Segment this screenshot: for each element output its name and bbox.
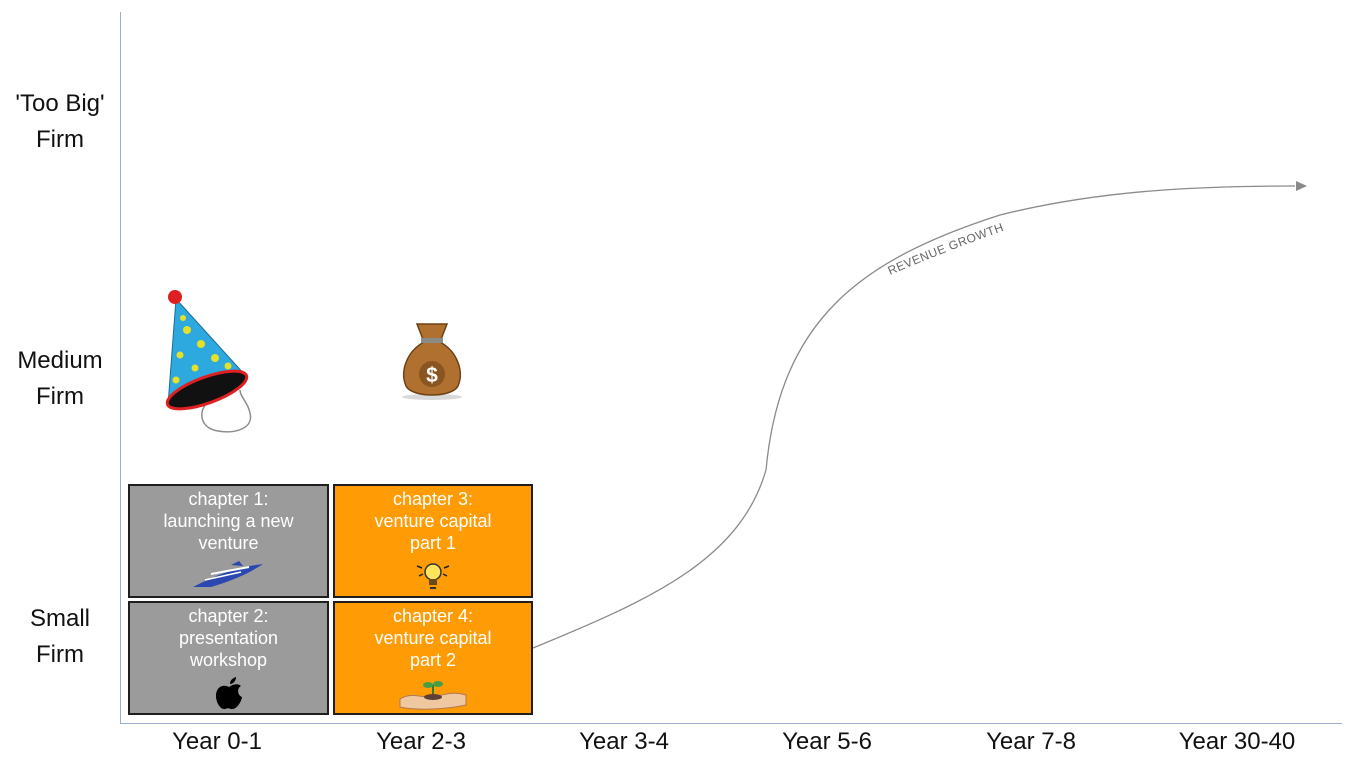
card-line: chapter 2: [188, 606, 269, 626]
x-label-year-2-3: Year 2-3 [376, 728, 466, 755]
card-line: chapter 3: [392, 489, 474, 509]
card-line: part 1 [409, 533, 457, 553]
x-label-year-3-4: Year 3-4 [579, 728, 669, 755]
x-axis-line [120, 723, 1342, 724]
y-label-line: Firm [36, 126, 84, 153]
revenue-growth-label: REVENUE GROWTH [886, 220, 1006, 278]
y-label-line: Medium [17, 347, 103, 374]
sprout-hands-icon [399, 681, 467, 710]
revenue-growth-line [532, 185, 1296, 649]
y-label-medium-firm: Medium Firm [0, 343, 120, 415]
y-label-line: Firm [36, 641, 84, 668]
svg-text:$: $ [426, 364, 438, 387]
y-label-small-firm: Small Firm [0, 601, 120, 673]
y-axis-line [120, 12, 121, 724]
lightbulb-icon [416, 563, 450, 589]
chapter-4-card: chapter 4: venture capital part 2 [333, 601, 533, 715]
y-label-line: Small [29, 605, 90, 632]
y-label-line: 'Too Big' [15, 90, 105, 117]
x-label-year-30-40: Year 30-40 [1178, 728, 1296, 755]
x-label-year-0-1: Year 0-1 [172, 728, 262, 755]
card-line: part 2 [409, 650, 457, 670]
card-line: chapter 1: [188, 489, 269, 509]
card-line: venture capital [374, 628, 492, 648]
rocket-icon [192, 561, 263, 587]
party-hat-icon [165, 290, 252, 433]
x-label-year-5-6: Year 5-6 [782, 728, 872, 755]
apple-logo-icon [215, 677, 242, 710]
x-label-year-7-8: Year 7-8 [986, 728, 1076, 755]
y-label-line: Firm [36, 383, 84, 410]
card-line: presentation [178, 628, 279, 648]
card-line: chapter 4: [392, 606, 474, 626]
money-bag-icon: $ [402, 323, 462, 400]
card-line: venture [198, 533, 259, 553]
card-line: venture capital [374, 511, 492, 531]
chapter-1-card: chapter 1: launching a new venture [128, 484, 329, 598]
card-line: launching a new [163, 511, 294, 531]
chapter-3-card: chapter 3: venture capital part 1 [333, 484, 533, 598]
chapter-2-card: chapter 2: presentation workshop [128, 601, 329, 715]
card-line: workshop [189, 650, 268, 670]
arrowhead-icon [1296, 181, 1307, 191]
y-label-too-big-firm: 'Too Big' Firm [0, 86, 120, 158]
